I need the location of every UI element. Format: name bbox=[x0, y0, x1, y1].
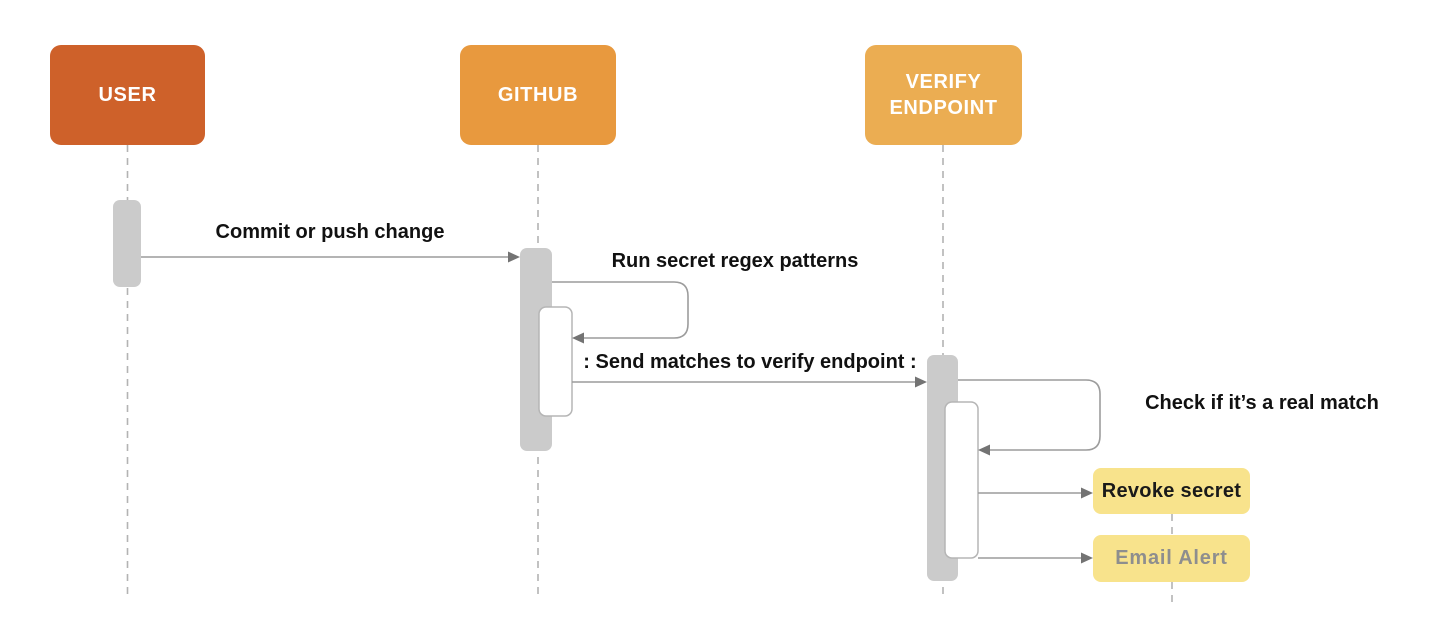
actor-box-verify-endpoint: VERIFY ENDPOINT bbox=[865, 45, 1022, 145]
action-box-email-alert: Email Alert bbox=[1093, 535, 1250, 582]
message-label-send-matches: : Send matches to verify endpoint : bbox=[583, 351, 917, 373]
arrow-loop-run-regex bbox=[552, 281, 689, 339]
arrowhead-check-match bbox=[978, 444, 990, 456]
arrowhead-commit-or-push bbox=[508, 251, 520, 263]
action-label-email-alert: Email Alert bbox=[1115, 547, 1228, 569]
arrowhead-send-matches bbox=[915, 376, 927, 388]
nested-activation-bar-github bbox=[538, 306, 573, 417]
arrow-loop-check-match bbox=[958, 379, 1101, 451]
arrowhead-run-regex bbox=[572, 332, 584, 344]
actor-label-user: USER bbox=[98, 84, 157, 106]
actor-box-user: USER bbox=[50, 45, 205, 145]
action-box-revoke-secret: Revoke secret bbox=[1093, 468, 1250, 514]
actor-label-verify-endpoint: VERIFY ENDPOINT bbox=[889, 71, 998, 119]
arrowhead-email-alert bbox=[1081, 552, 1093, 564]
message-label-check-match: Check if it’s a real match bbox=[1145, 392, 1379, 414]
arrowhead-revoke-secret bbox=[1081, 487, 1093, 499]
message-label-run-regex: Run secret regex patterns bbox=[611, 250, 859, 272]
message-label-commit-or-push: Commit or push change bbox=[215, 221, 445, 243]
nested-activation-bar-verify-endpoint bbox=[944, 401, 979, 559]
actor-label-github: GITHUB bbox=[497, 84, 579, 106]
action-label-revoke-secret: Revoke secret bbox=[1101, 479, 1242, 502]
activation-bar-user bbox=[113, 200, 141, 287]
actor-box-github: GITHUB bbox=[460, 45, 616, 145]
